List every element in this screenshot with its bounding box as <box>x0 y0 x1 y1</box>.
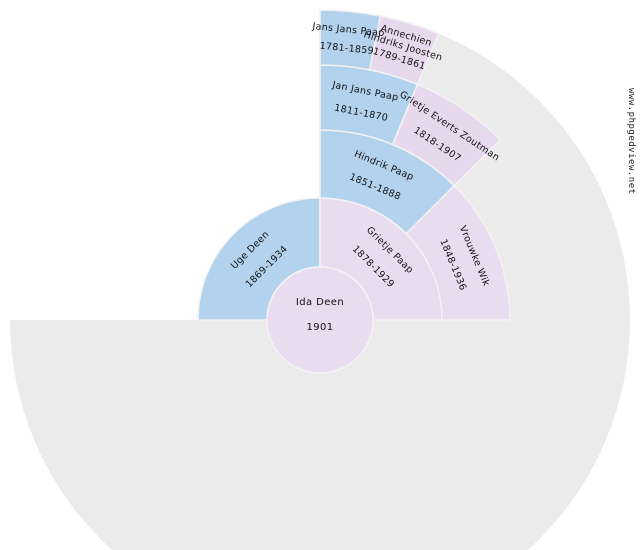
center-person-name: Ida Deen <box>296 297 344 308</box>
center-person-dates: 1901 <box>306 322 333 333</box>
fan-segment[interactable] <box>405 184 511 321</box>
fan-segment[interactable] <box>391 83 502 187</box>
fan-segments-layer <box>197 9 511 321</box>
fan-segment[interactable] <box>368 15 440 86</box>
fan-segment-dates: 1781-1859 <box>319 41 374 57</box>
watermark-text: www.phpgedview.net <box>626 88 636 195</box>
center-node[interactable]: Ida Deen 1901 <box>266 266 374 374</box>
center-circle[interactable] <box>266 266 374 374</box>
